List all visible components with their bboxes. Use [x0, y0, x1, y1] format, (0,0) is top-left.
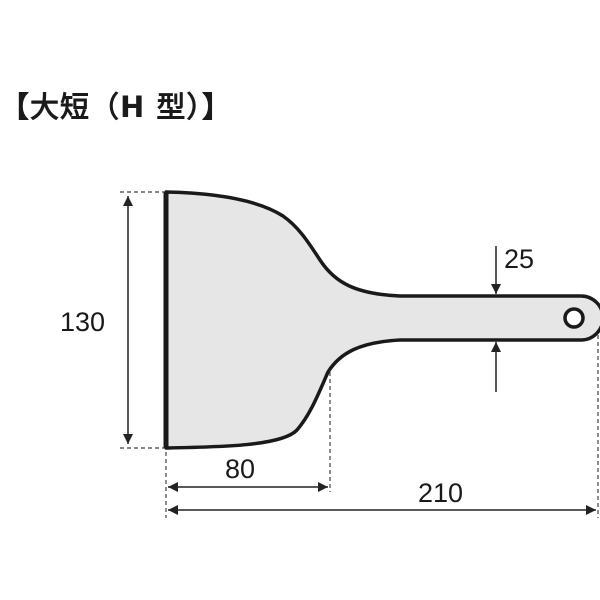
extension-lines: [120, 191, 599, 518]
dimension-label-blade: 80: [225, 454, 255, 484]
dimension-label-total: 210: [418, 478, 463, 508]
dimension-label-height: 130: [60, 307, 105, 337]
page-title: 【大短（H 型）】: [0, 90, 232, 124]
handle-hole: [563, 307, 585, 329]
dimension-label-handle: 25: [504, 244, 534, 274]
spatula-shape: [164, 190, 600, 450]
